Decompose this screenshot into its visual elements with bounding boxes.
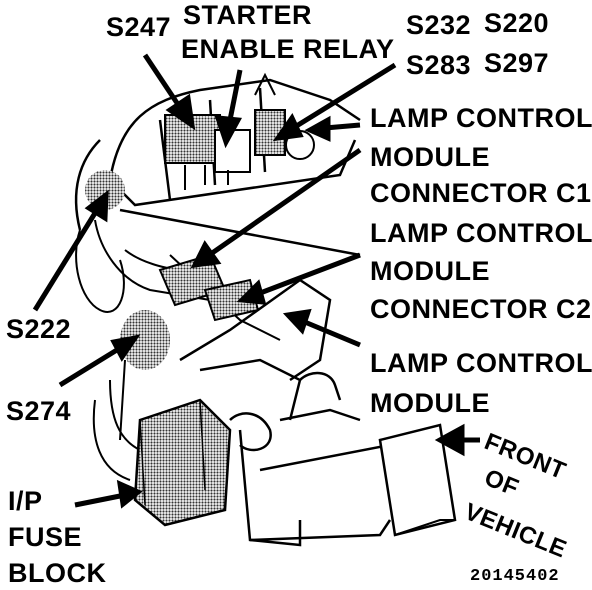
label-s283: S283 — [406, 50, 472, 80]
label-s222: S222 — [6, 314, 72, 344]
label-lcm-c2-line2: MODULE — [370, 256, 490, 286]
figure-number: 20145402 — [470, 567, 560, 586]
label-lcm-line1: LAMP CONTROL — [370, 348, 592, 378]
label-s274: S274 — [6, 396, 72, 426]
label-lcm-c2-line3: CONNECTOR C2 — [370, 294, 592, 324]
s222-splice-shade — [85, 170, 125, 210]
s274-splice-shade — [120, 310, 170, 370]
label-s232: S232 — [406, 10, 472, 40]
lamp-control-module-shape — [378, 423, 457, 537]
label-s220: S220 — [484, 8, 550, 38]
label-lcm-c1-line1: LAMP CONTROL — [370, 103, 592, 133]
label-lcm-c2-line1: LAMP CONTROL — [370, 218, 592, 248]
label-s247: S247 — [106, 12, 172, 42]
label-lcm-line2: MODULE — [370, 388, 490, 418]
label-ip-line3: BLOCK — [8, 558, 107, 588]
label-starter-line1: STARTER — [183, 0, 312, 30]
starter-relay-cluster — [164, 72, 315, 190]
label-s297: S297 — [484, 48, 550, 78]
label-starter-line2: ENABLE RELAY — [181, 34, 395, 64]
fuse-block-shape — [133, 398, 232, 527]
label-lcm-c1-line2: MODULE — [370, 142, 490, 172]
label-ip-line1: I/P — [8, 486, 43, 516]
pointer-arrows — [32, 53, 480, 509]
label-ip-line2: FUSE — [8, 522, 83, 552]
label-lcm-c1-line3: CONNECTOR C1 — [370, 178, 592, 208]
